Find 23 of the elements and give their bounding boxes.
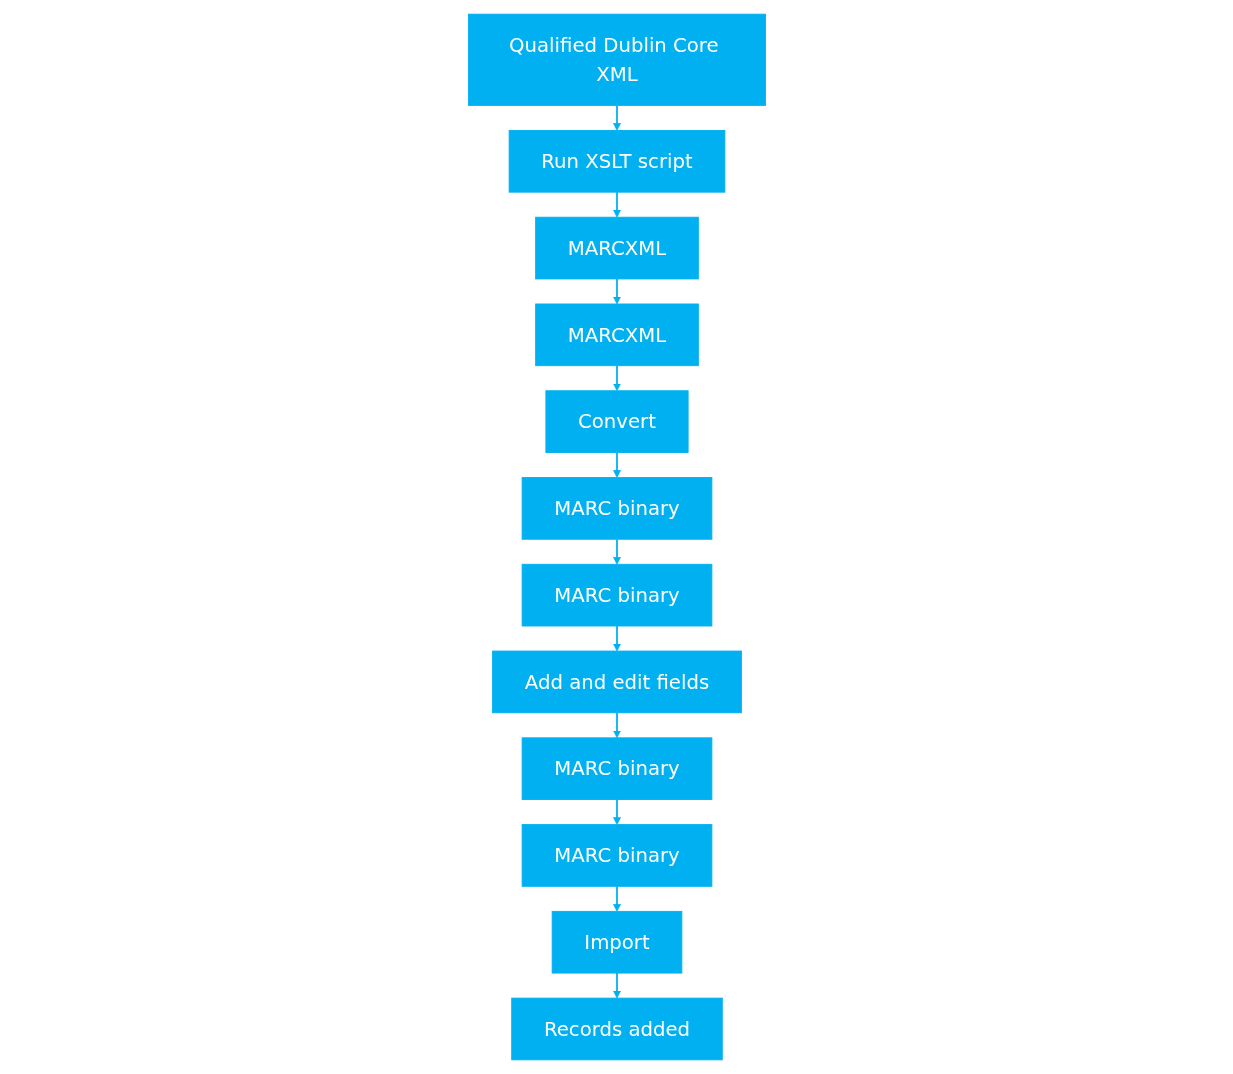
arrow xyxy=(612,278,621,305)
arrow xyxy=(612,798,621,825)
node-box: Add and edit fields xyxy=(491,650,742,714)
arrow xyxy=(612,451,621,478)
node-box: MARC binary xyxy=(521,737,712,800)
node-box: Qualified Dublin Core XML xyxy=(467,13,766,106)
arrow xyxy=(612,191,621,218)
node-box: Import xyxy=(551,910,682,974)
node-box: MARC binary xyxy=(521,824,712,887)
node-box: MARC binary xyxy=(521,563,712,627)
arrow xyxy=(612,972,621,999)
arrow xyxy=(612,538,621,565)
arrow xyxy=(612,711,621,739)
node-box: MARC binary xyxy=(521,477,712,540)
node-box: Run XSLT script xyxy=(508,130,725,193)
arrow xyxy=(612,104,621,131)
node-box: MARCXML xyxy=(534,216,699,280)
arrow xyxy=(612,625,621,652)
node-box: Convert xyxy=(544,390,689,453)
arrow xyxy=(612,885,621,912)
node-box: MARCXML xyxy=(534,303,699,367)
node-box: Records added xyxy=(510,997,723,1061)
arrow xyxy=(612,364,621,392)
